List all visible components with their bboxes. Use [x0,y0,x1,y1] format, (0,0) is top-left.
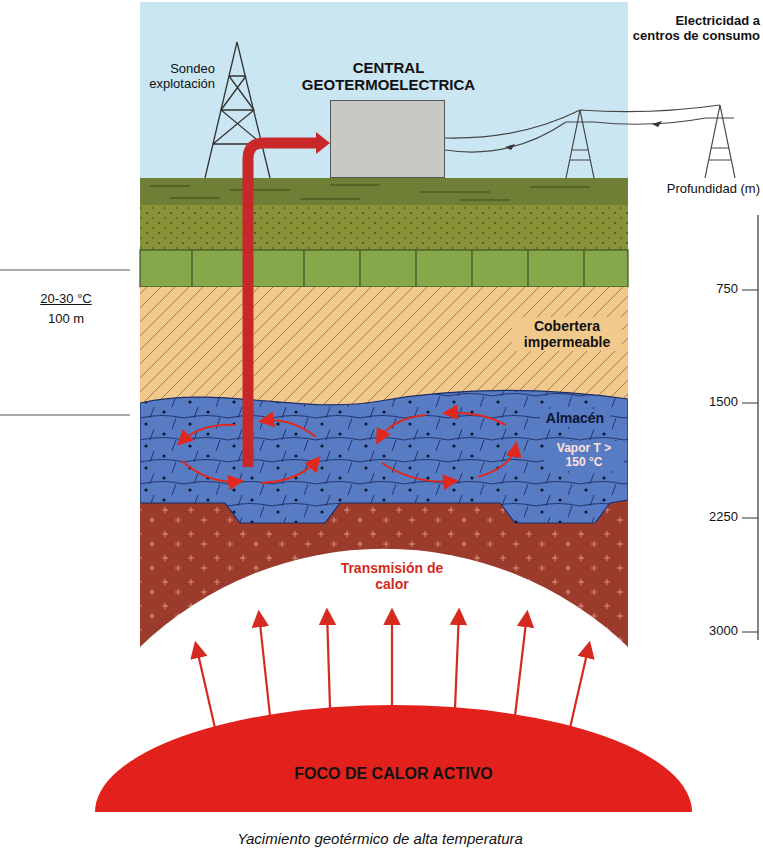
label: Profundidad (m) [648,182,760,197]
wire-arrow [505,121,662,150]
rock-layer [140,250,628,287]
label: 2250 [680,510,738,525]
label: 3000 [680,624,738,639]
node-text: FOCO DE CALOR ACTIVO [245,765,542,783]
sky [140,2,628,178]
heat-source-dome [95,705,692,812]
label: 20-30 °C [8,292,124,307]
label: 750 [680,282,738,297]
node-text: Cobertera impermeable [512,317,622,351]
label: 100 m [8,312,124,327]
node-text: Almacén [540,409,610,427]
reservoir-band: AlmacénVapor T > 150 °C [140,385,628,530]
power-plant-building: CENTRAL GEOTERMOELECTRICA [330,100,445,178]
caprock-band: Cobertera impermeable [140,287,628,395]
gradient-bracket [0,270,130,415]
arrow-head [316,132,330,154]
caption: Yacimiento geotérmico de alta temperatur… [90,830,670,847]
node-text: Vapor T > 150 °C [544,441,624,471]
depth-axis [742,215,758,640]
label: Electricidad a centros de consumo [632,14,760,44]
soil-layer [140,178,628,205]
heat-source: FOCO DE CALOR ACTIVO [95,705,692,812]
steam-pipe [248,143,316,385]
node-text: CENTRAL GEOTERMOELECTRICA [269,59,508,94]
label: Sondeo explotación [143,62,217,92]
label: 1500 [680,395,738,410]
label: Transmisión de calor [327,560,457,592]
power-line [445,105,735,178]
steam-pipe [248,132,330,385]
soil-layer [140,205,628,250]
